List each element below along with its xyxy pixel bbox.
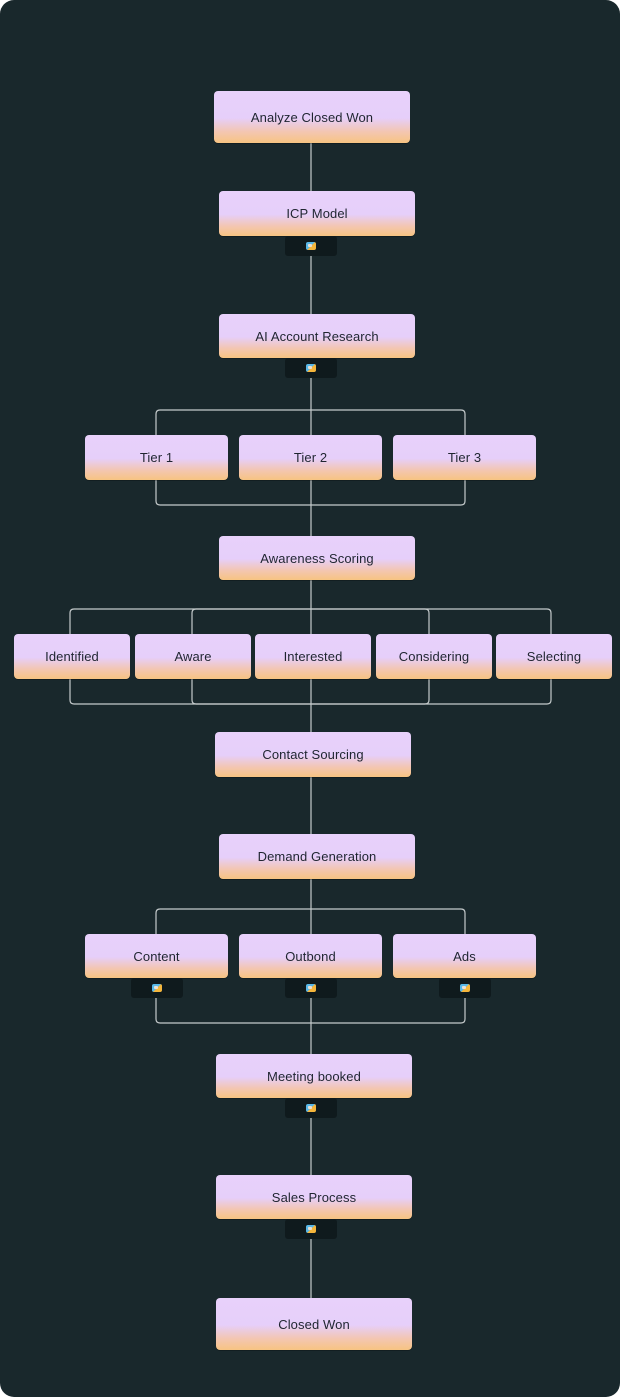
sales-process-integration-badge bbox=[285, 1219, 337, 1239]
tier-1-node[interactable]: Tier 1 bbox=[85, 435, 228, 480]
awareness-scoring-node[interactable]: Awareness Scoring bbox=[219, 536, 415, 580]
sales-process-node[interactable]: Sales Process bbox=[216, 1175, 412, 1219]
app-logo-icon bbox=[306, 1225, 316, 1233]
stage-considering-node[interactable]: Considering bbox=[376, 634, 492, 679]
app-logo-icon bbox=[306, 984, 316, 992]
channel-ads-node[interactable]: Ads bbox=[393, 934, 536, 978]
tier-3-node[interactable]: Tier 3 bbox=[393, 435, 536, 480]
stage-interested-node[interactable]: Interested bbox=[255, 634, 371, 679]
tier-2-node[interactable]: Tier 2 bbox=[239, 435, 382, 480]
app-logo-icon bbox=[460, 984, 470, 992]
stage-identified-node[interactable]: Identified bbox=[14, 634, 130, 679]
ai-account-research-integration-badge bbox=[285, 358, 337, 378]
stage-branch-frame-inner bbox=[191, 608, 430, 705]
channel-outbond-node[interactable]: Outbond bbox=[239, 934, 382, 978]
app-logo-icon bbox=[306, 1104, 316, 1112]
demand-generation-node[interactable]: Demand Generation bbox=[219, 834, 415, 879]
analyze-closed-won-node[interactable]: Analyze Closed Won bbox=[214, 91, 410, 143]
channel-content-integration-badge bbox=[131, 978, 183, 998]
app-logo-icon bbox=[152, 984, 162, 992]
channel-content-node[interactable]: Content bbox=[85, 934, 228, 978]
ai-account-research-node[interactable]: AI Account Research bbox=[219, 314, 415, 358]
contact-sourcing-node[interactable]: Contact Sourcing bbox=[215, 732, 411, 777]
stage-selecting-node[interactable]: Selecting bbox=[496, 634, 612, 679]
channel-outbond-integration-badge bbox=[285, 978, 337, 998]
tier-branch-frame bbox=[155, 409, 466, 506]
channel-branch-frame bbox=[155, 908, 466, 1024]
channel-ads-integration-badge bbox=[439, 978, 491, 998]
icp-model-integration-badge bbox=[285, 236, 337, 256]
app-logo-icon bbox=[306, 364, 316, 372]
stage-aware-node[interactable]: Aware bbox=[135, 634, 251, 679]
icp-model-node[interactable]: ICP Model bbox=[219, 191, 415, 236]
meeting-booked-integration-badge bbox=[285, 1098, 337, 1118]
closed-won-node[interactable]: Closed Won bbox=[216, 1298, 412, 1350]
app-logo-icon bbox=[306, 242, 316, 250]
meeting-booked-node[interactable]: Meeting booked bbox=[216, 1054, 412, 1098]
